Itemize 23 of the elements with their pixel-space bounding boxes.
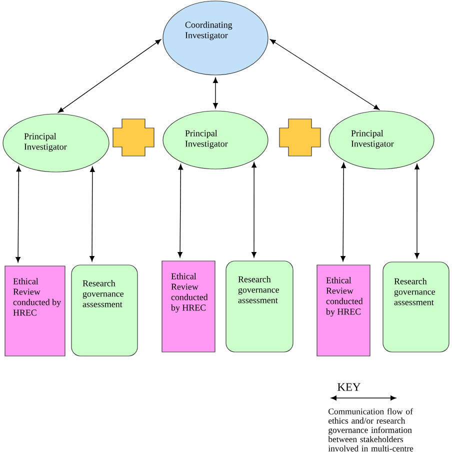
rectangle-box: Ethical Review conducted by HREC [162,260,216,352]
rounded-box: Research governance assessment [71,264,138,356]
plus-sign [112,118,154,156]
arrow [90,166,95,262]
rectangle-box: Ethical Review conducted by HREC [316,264,370,356]
arrow [178,164,184,258]
arrow [414,164,420,259]
arrow [58,39,162,113]
ellipse-node: Principal Investigator [328,110,434,170]
arrow [252,162,257,258]
ellipse-node: Principal Investigator [2,114,110,172]
rectangle-box: Ethical Review conducted by HREC [4,266,66,356]
rounded-box: Research governance assessment [382,262,450,352]
key-heading: KEY [338,383,360,391]
arrow [340,162,346,262]
arrow [16,166,22,263]
plus-sign [279,118,321,156]
ellipse-node: Principal Investigator [162,110,268,170]
arrow [270,39,380,110]
legend-text: Communication flow of ethics and/or research governance information between stakeholders involved in multi-centre [328,408,414,452]
rounded-box: Research governance assessment [226,260,294,352]
arrow [213,77,218,109]
ellipse-node: Coordinating Investigator [162,0,268,76]
